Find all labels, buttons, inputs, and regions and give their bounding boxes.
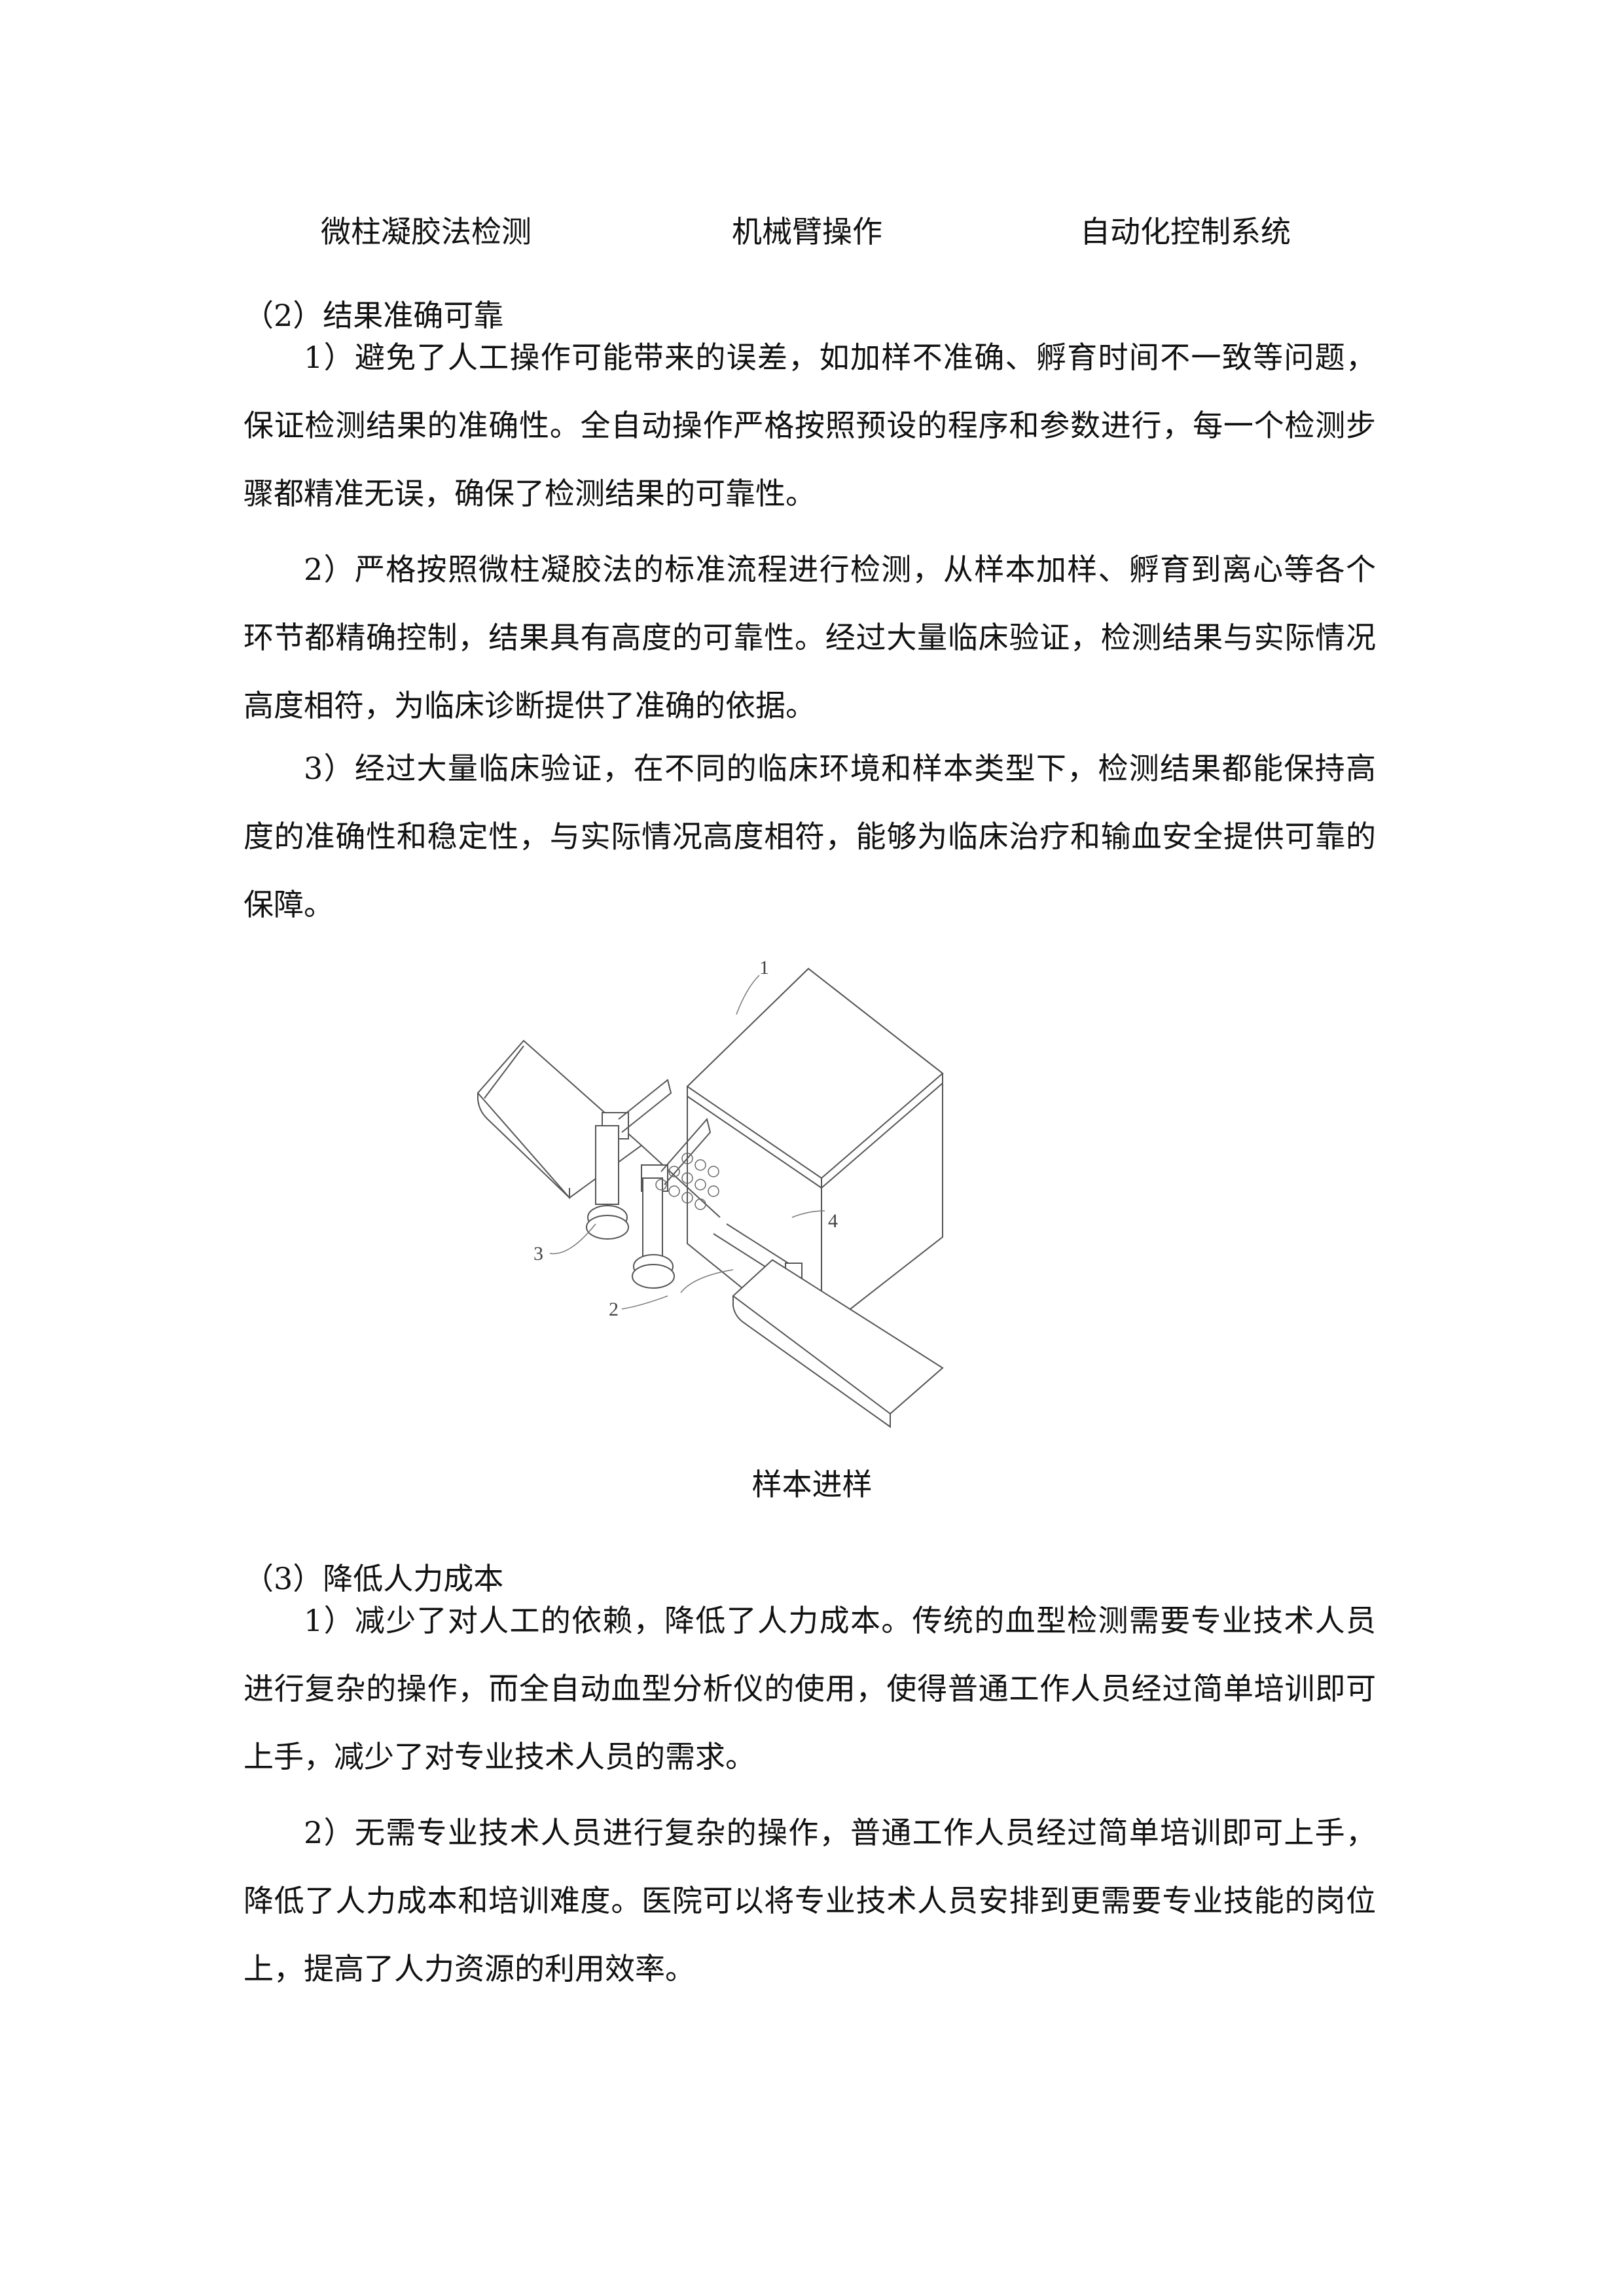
- caption-gel-column: 微柱凝胶法检测: [321, 214, 532, 249]
- label-2: 2: [609, 1299, 619, 1320]
- section-heading-accuracy: （2）结果准确可靠: [244, 298, 504, 333]
- paragraph: 1）减少了对人工的依赖，降低了人力成本。传统的血型检测需要专业技术人员进行复杂的…: [244, 1603, 1376, 1774]
- paragraph: 1）避免了人工操作可能带来的误差，如加样不准确、孵育时间不一致等问题，保证检测结…: [244, 340, 1376, 511]
- caption-robot-arm: 机械臂操作: [732, 214, 882, 249]
- section-heading-labor-cost: （3）降低人力成本: [244, 1561, 504, 1596]
- analyzer-drawing-icon: 1 4 3 2: [477, 957, 944, 1428]
- sample-loading-diagram: 1 4 3 2: [471, 929, 1159, 1453]
- figure-caption: 样本进样: [751, 1467, 873, 1502]
- label-1: 1: [759, 957, 769, 978]
- caption-control-system: 自动化控制系统: [1080, 214, 1291, 249]
- image-captions-row: 微柱凝胶法检测 机械臂操作 自动化控制系统: [0, 208, 1624, 249]
- label-4: 4: [828, 1210, 838, 1232]
- paragraph: 2）严格按照微柱凝胶法的标准流程进行检测，从样本加样、孵育到离心等各个环节都精确…: [244, 552, 1376, 723]
- paragraph: 3）经过大量临床验证，在不同的临床环境和样本类型下，检测结果都能保持高度的准确性…: [244, 751, 1376, 922]
- label-3: 3: [533, 1243, 543, 1265]
- paragraph: 2）无需专业技术人员进行复杂的操作，普通工作人员经过简单培训即可上手，降低了人力…: [244, 1815, 1376, 1986]
